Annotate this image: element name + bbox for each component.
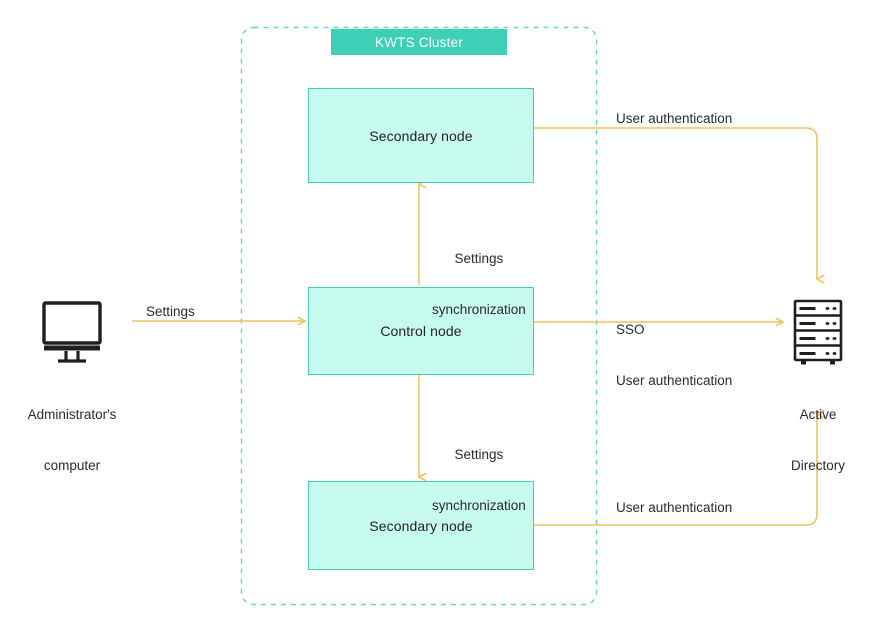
sync-up-line-2: synchronization [432,302,526,317]
node-secondary-top[interactable]: Secondary node [308,88,534,183]
connector-label-auth-top: User authentication [616,111,733,126]
node-control[interactable]: Control node [308,287,534,375]
admin-caption-line-1: Administrator's [27,407,117,422]
sso-line: SSO [616,322,645,337]
sso-auth-line: User authentication [616,373,733,388]
sync-down-line-2: synchronization [432,498,526,513]
cluster-title-label: KWTS Cluster [375,34,463,50]
ad-caption-line-1: Active [799,407,837,422]
ad-caption-line-2: Directory [790,458,845,473]
connector-label-auth-bottom: User authentication [616,500,733,515]
connector-label-sync-up: Settings synchronization [432,216,526,352]
node-label: Control node [380,323,462,339]
node-secondary-bottom[interactable]: Secondary node [308,481,534,570]
connector-label-sync-down: Settings synchronization [432,412,526,548]
connector-auth-bottom [533,409,825,526]
node-label: Secondary node [369,127,473,144]
server-rack-icon [793,299,843,365]
active-directory-caption: Active Directory [758,372,878,508]
desktop-monitor-icon [42,301,102,363]
sync-up-line-1: Settings [454,251,504,266]
sync-down-line-1: Settings [454,447,504,462]
connector-label-settings: Settings [146,304,195,319]
connector-label-sso-auth: SSO User authentication [616,287,732,423]
connector-auth-top [533,127,825,284]
node-label: Secondary node [369,517,473,534]
cluster-title-chip: KWTS Cluster [331,29,507,55]
admin-computer-caption: Administrator's computer [2,372,142,508]
admin-caption-line-2: computer [43,458,101,473]
